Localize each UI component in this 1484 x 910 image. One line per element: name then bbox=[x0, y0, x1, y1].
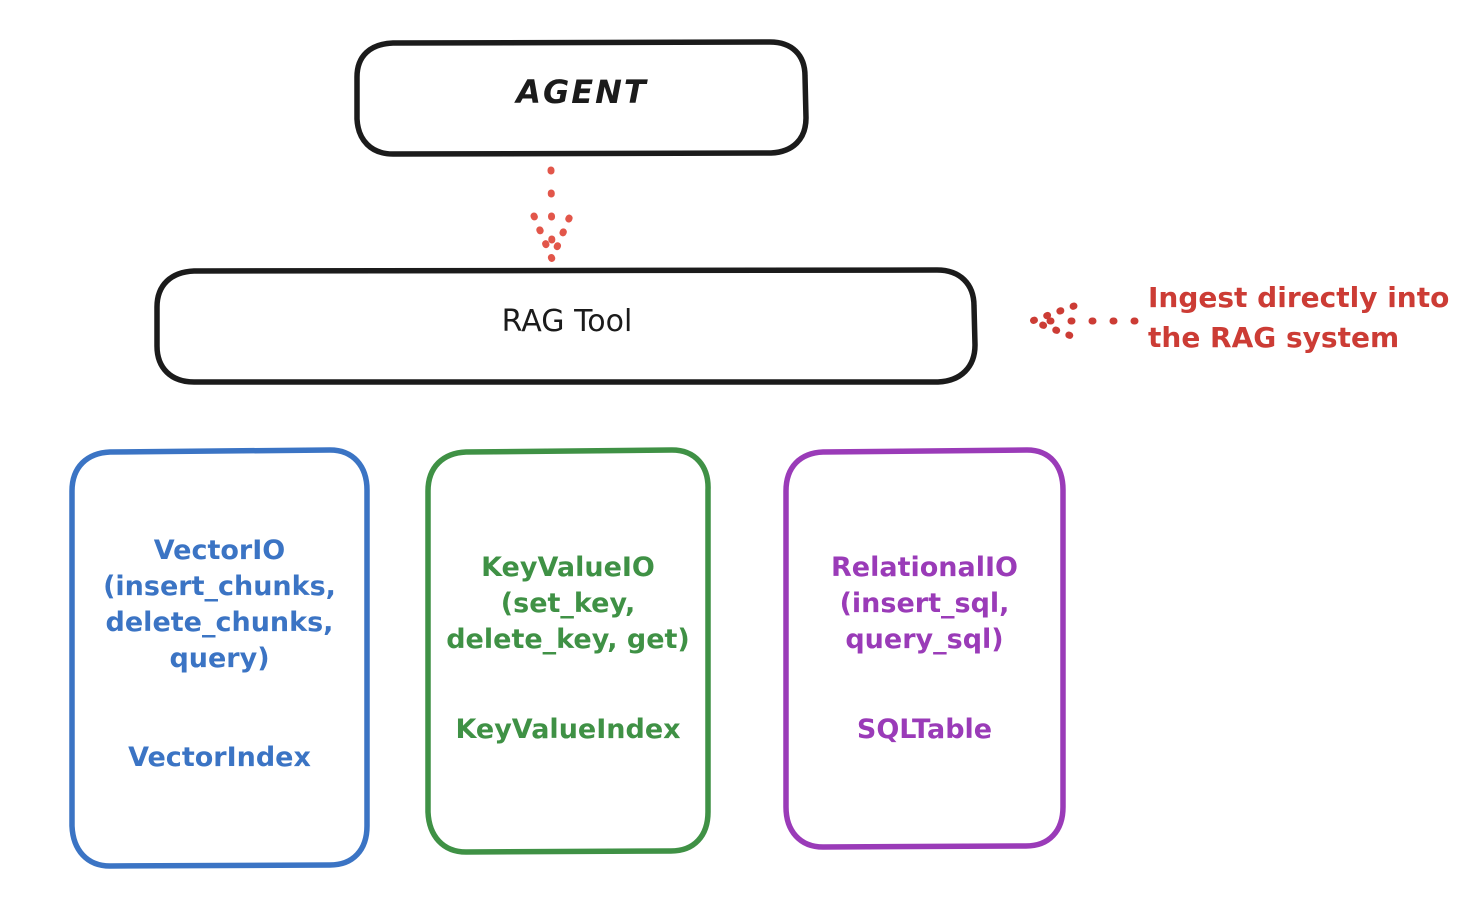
rag-tool-label: RAG Tool bbox=[501, 304, 633, 339]
agent-box-outline bbox=[354, 39, 809, 157]
agent-label: AGENT bbox=[516, 73, 648, 111]
vector-store-node[interactable] bbox=[69, 447, 370, 869]
rag-tool-node[interactable] bbox=[154, 267, 978, 385]
keyvalue-store-box-outline bbox=[425, 447, 711, 855]
vector-store-index-label: VectorIndex bbox=[128, 742, 311, 773]
relational-store-box-outline bbox=[783, 447, 1066, 850]
vector-store-api-label: VectorIO (insert_chunks, delete_chunks, … bbox=[103, 535, 336, 674]
rag-tool-box-outline bbox=[154, 267, 978, 385]
ingest-annotation-label: Ingest directly into the RAG system bbox=[1148, 281, 1450, 354]
keyvalue-store-api-label: KeyValueIO (set_key, delete_key, get) bbox=[446, 552, 690, 655]
relational-store-node[interactable] bbox=[783, 447, 1066, 850]
note-to-rag-arrowhead bbox=[1028, 302, 1078, 341]
agent-to-rag-arrowhead bbox=[530, 212, 574, 263]
agent-to-rag-connector bbox=[530, 166, 574, 263]
keyvalue-store-node[interactable] bbox=[425, 447, 711, 855]
relational-store-index-label: SQLTable bbox=[856, 714, 993, 745]
relational-store-api-label: RelationalIO (insert_sql, query_sql) bbox=[831, 552, 1018, 655]
vector-store-box-outline bbox=[69, 447, 370, 869]
note-to-rag-connector bbox=[1028, 302, 1139, 341]
agent-to-rag-line bbox=[547, 166, 556, 262]
agent-node[interactable] bbox=[354, 39, 809, 157]
keyvalue-store-index-label: KeyValueIndex bbox=[455, 714, 681, 745]
